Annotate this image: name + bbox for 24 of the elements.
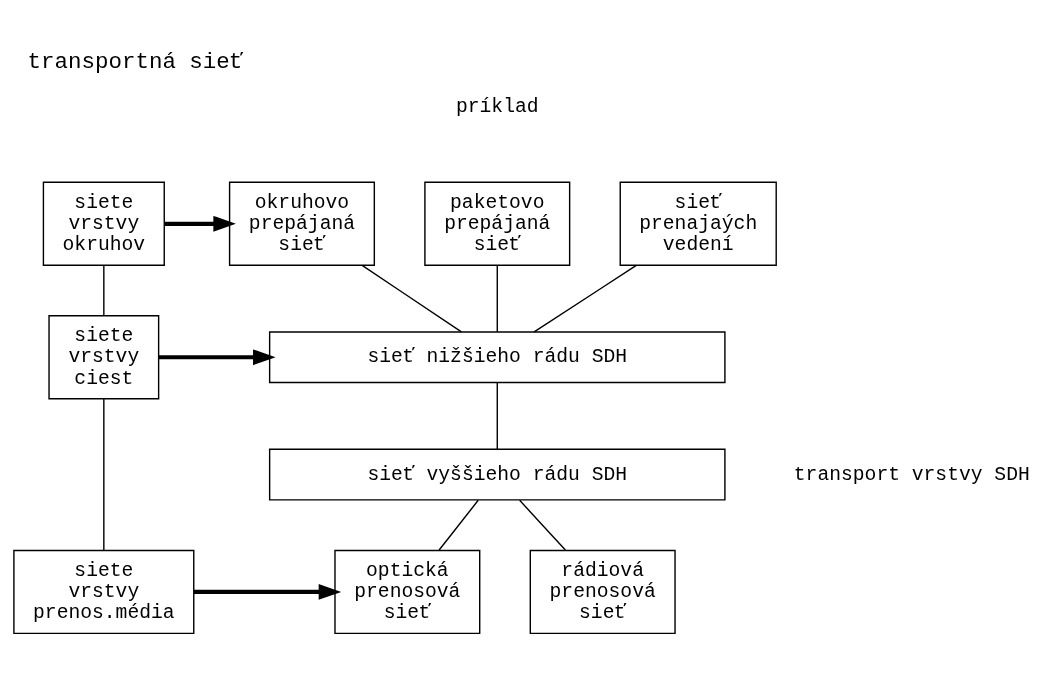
node-box: rádiová prenosová sieť: [529, 549, 676, 634]
connector: [361, 264, 463, 333]
connector: [496, 264, 498, 333]
node-box: sieť prenajaých vedení: [619, 181, 777, 266]
connector: [518, 499, 567, 551]
arrow: [158, 348, 276, 365]
node-box: okruhovo prepájaná sieť: [228, 181, 376, 266]
connector: [103, 397, 105, 551]
connector: [438, 499, 479, 551]
node-box: siete vrstvy ciest: [48, 314, 160, 399]
label: príklad: [455, 95, 539, 118]
node-box: siete vrstvy prenos.média: [13, 549, 195, 634]
arrow: [193, 583, 342, 600]
node-box: siete vrstvy okruhov: [42, 181, 165, 266]
label: transport vrstvy SDH: [793, 463, 1030, 486]
connector: [496, 381, 498, 450]
node-box: sieť nižšieho rádu SDH: [268, 330, 726, 383]
arrow: [164, 215, 236, 232]
node-box: optická prenosová sieť: [334, 549, 481, 634]
connector: [533, 264, 637, 333]
node-box: paketovo prepájaná sieť: [424, 181, 571, 266]
diagram-title: transportná sieť: [27, 48, 244, 75]
node-box: sieť vyššieho rádu SDH: [268, 448, 726, 501]
connector: [103, 264, 105, 316]
